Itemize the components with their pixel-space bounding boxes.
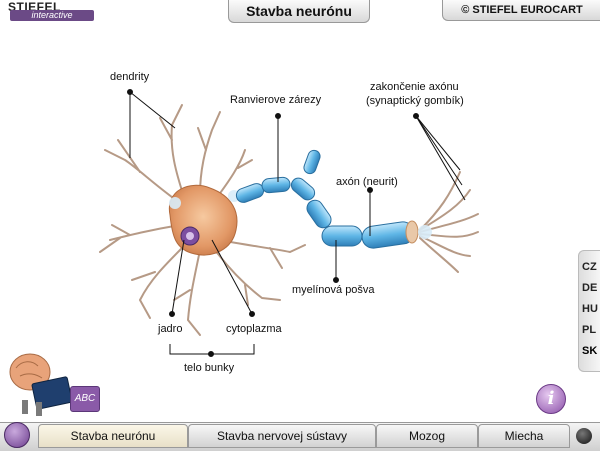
language-panel [578,250,600,372]
info-button[interactable]: i [536,384,566,414]
lang-pl[interactable]: PL [582,324,597,336]
brain-mascot [9,353,73,416]
cell-body [168,184,238,256]
copyright: © STIEFEL EUROCART [442,0,600,21]
tab-mozog[interactable]: Mozog [376,424,478,448]
logo-sub-text: interactive [10,10,94,21]
tab-miecha[interactable]: Miecha [478,424,570,448]
label-nucleus: jadro [158,323,183,335]
label-myelin-sheath: myelínová pošva [292,284,375,296]
lang-de[interactable]: DE [582,282,598,294]
lang-cz[interactable]: CZ [582,261,597,273]
tab-stavba-neuronu[interactable]: Stavba neurónu [38,424,188,448]
exit-button[interactable] [576,428,592,444]
axon-terminals [419,171,479,273]
abc-button[interactable]: ABC [70,386,100,412]
callout-lines [127,89,466,357]
myelin-sheath [235,149,415,249]
stiefel-logo: STIEFEL interactive [0,0,100,22]
label-dendrites: dendrity [110,71,150,83]
page-title: Stavba neurónu [228,0,370,23]
tab-stavba-nervovej-sustavy[interactable]: Stavba nervovej sústavy [188,424,376,448]
lang-hu[interactable]: HU [582,303,598,315]
lang-sk[interactable]: SK [582,345,598,357]
label-axon: axón (neurit) [336,176,398,188]
home-icon[interactable] [4,422,30,448]
label-cell-body: telo bunky [184,362,235,374]
label-cytoplasm: cytoplazma [226,323,282,335]
label-synaptic-bouton: (synaptický gombík) [366,95,464,107]
label-ranvier-nodes: Ranvierove zárezy [230,94,322,106]
label-axon-terminal: zakončenie axónu [370,81,459,93]
